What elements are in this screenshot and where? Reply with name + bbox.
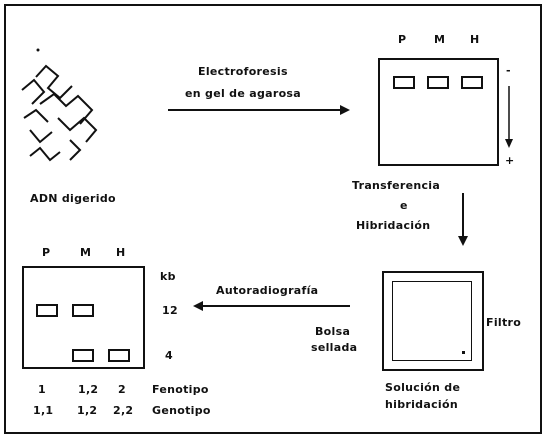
result-lane-p: P <box>42 246 50 259</box>
genotype-p: 1,1 <box>33 404 53 417</box>
gel-lane-p: P <box>398 33 406 46</box>
bag-label-line2: sellada <box>311 341 357 354</box>
gel-plus-sign: + <box>505 154 515 167</box>
filter-label: Filtro <box>486 316 521 329</box>
size-4-label: 4 <box>165 349 173 362</box>
genotype-m: 1,2 <box>77 404 97 417</box>
autoradiograph <box>22 266 145 369</box>
dna-label: ADN digerido <box>30 192 116 205</box>
band-m-4kb <box>72 349 94 362</box>
filter-dot <box>462 351 465 354</box>
electrophoresis-label-line2: en gel de agarosa <box>185 87 301 100</box>
phenotype-p: 1 <box>38 383 46 396</box>
gel-well-h <box>461 76 483 89</box>
electrophoresis-label-line1: Electroforesis <box>198 65 288 78</box>
arrow-migration <box>505 86 513 148</box>
transfer-label-line2: e <box>400 199 408 212</box>
size-12-label: 12 <box>162 304 178 317</box>
phenotype-h: 2 <box>118 383 126 396</box>
arrow-electrophoresis <box>168 105 350 115</box>
solution-label-line2: hibridación <box>385 398 458 411</box>
gel-well-m <box>427 76 449 89</box>
phenotype-label: Fenotipo <box>152 383 209 396</box>
genotype-label: Genotipo <box>152 404 211 417</box>
gel-well-p <box>393 76 415 89</box>
sealed-bag <box>382 271 484 371</box>
solution-label-line1: Solución de <box>385 381 460 394</box>
transfer-label-line3: Hibridación <box>356 219 430 232</box>
arrow-autoradiography <box>193 301 350 311</box>
dot-mark <box>37 49 40 52</box>
phenotype-m: 1,2 <box>78 383 98 396</box>
band-m-12kb <box>72 304 94 317</box>
digested-dna-fragments <box>22 66 96 160</box>
band-h-4kb <box>108 349 130 362</box>
agarose-gel <box>378 58 499 166</box>
kb-label: kb <box>160 270 176 283</box>
band-p-12kb <box>36 304 58 317</box>
gel-minus-sign: - <box>506 64 511 77</box>
filter <box>392 281 472 361</box>
genotype-h: 2,2 <box>113 404 133 417</box>
autoradiography-label: Autoradiografía <box>216 284 318 297</box>
result-lane-m: M <box>80 246 91 259</box>
gel-lane-m: M <box>434 33 445 46</box>
result-lane-h: H <box>116 246 126 259</box>
arrow-transfer <box>458 193 468 246</box>
gel-lane-h: H <box>470 33 480 46</box>
transfer-label-line1: Transferencia <box>352 179 440 192</box>
bag-label-line1: Bolsa <box>315 325 350 338</box>
